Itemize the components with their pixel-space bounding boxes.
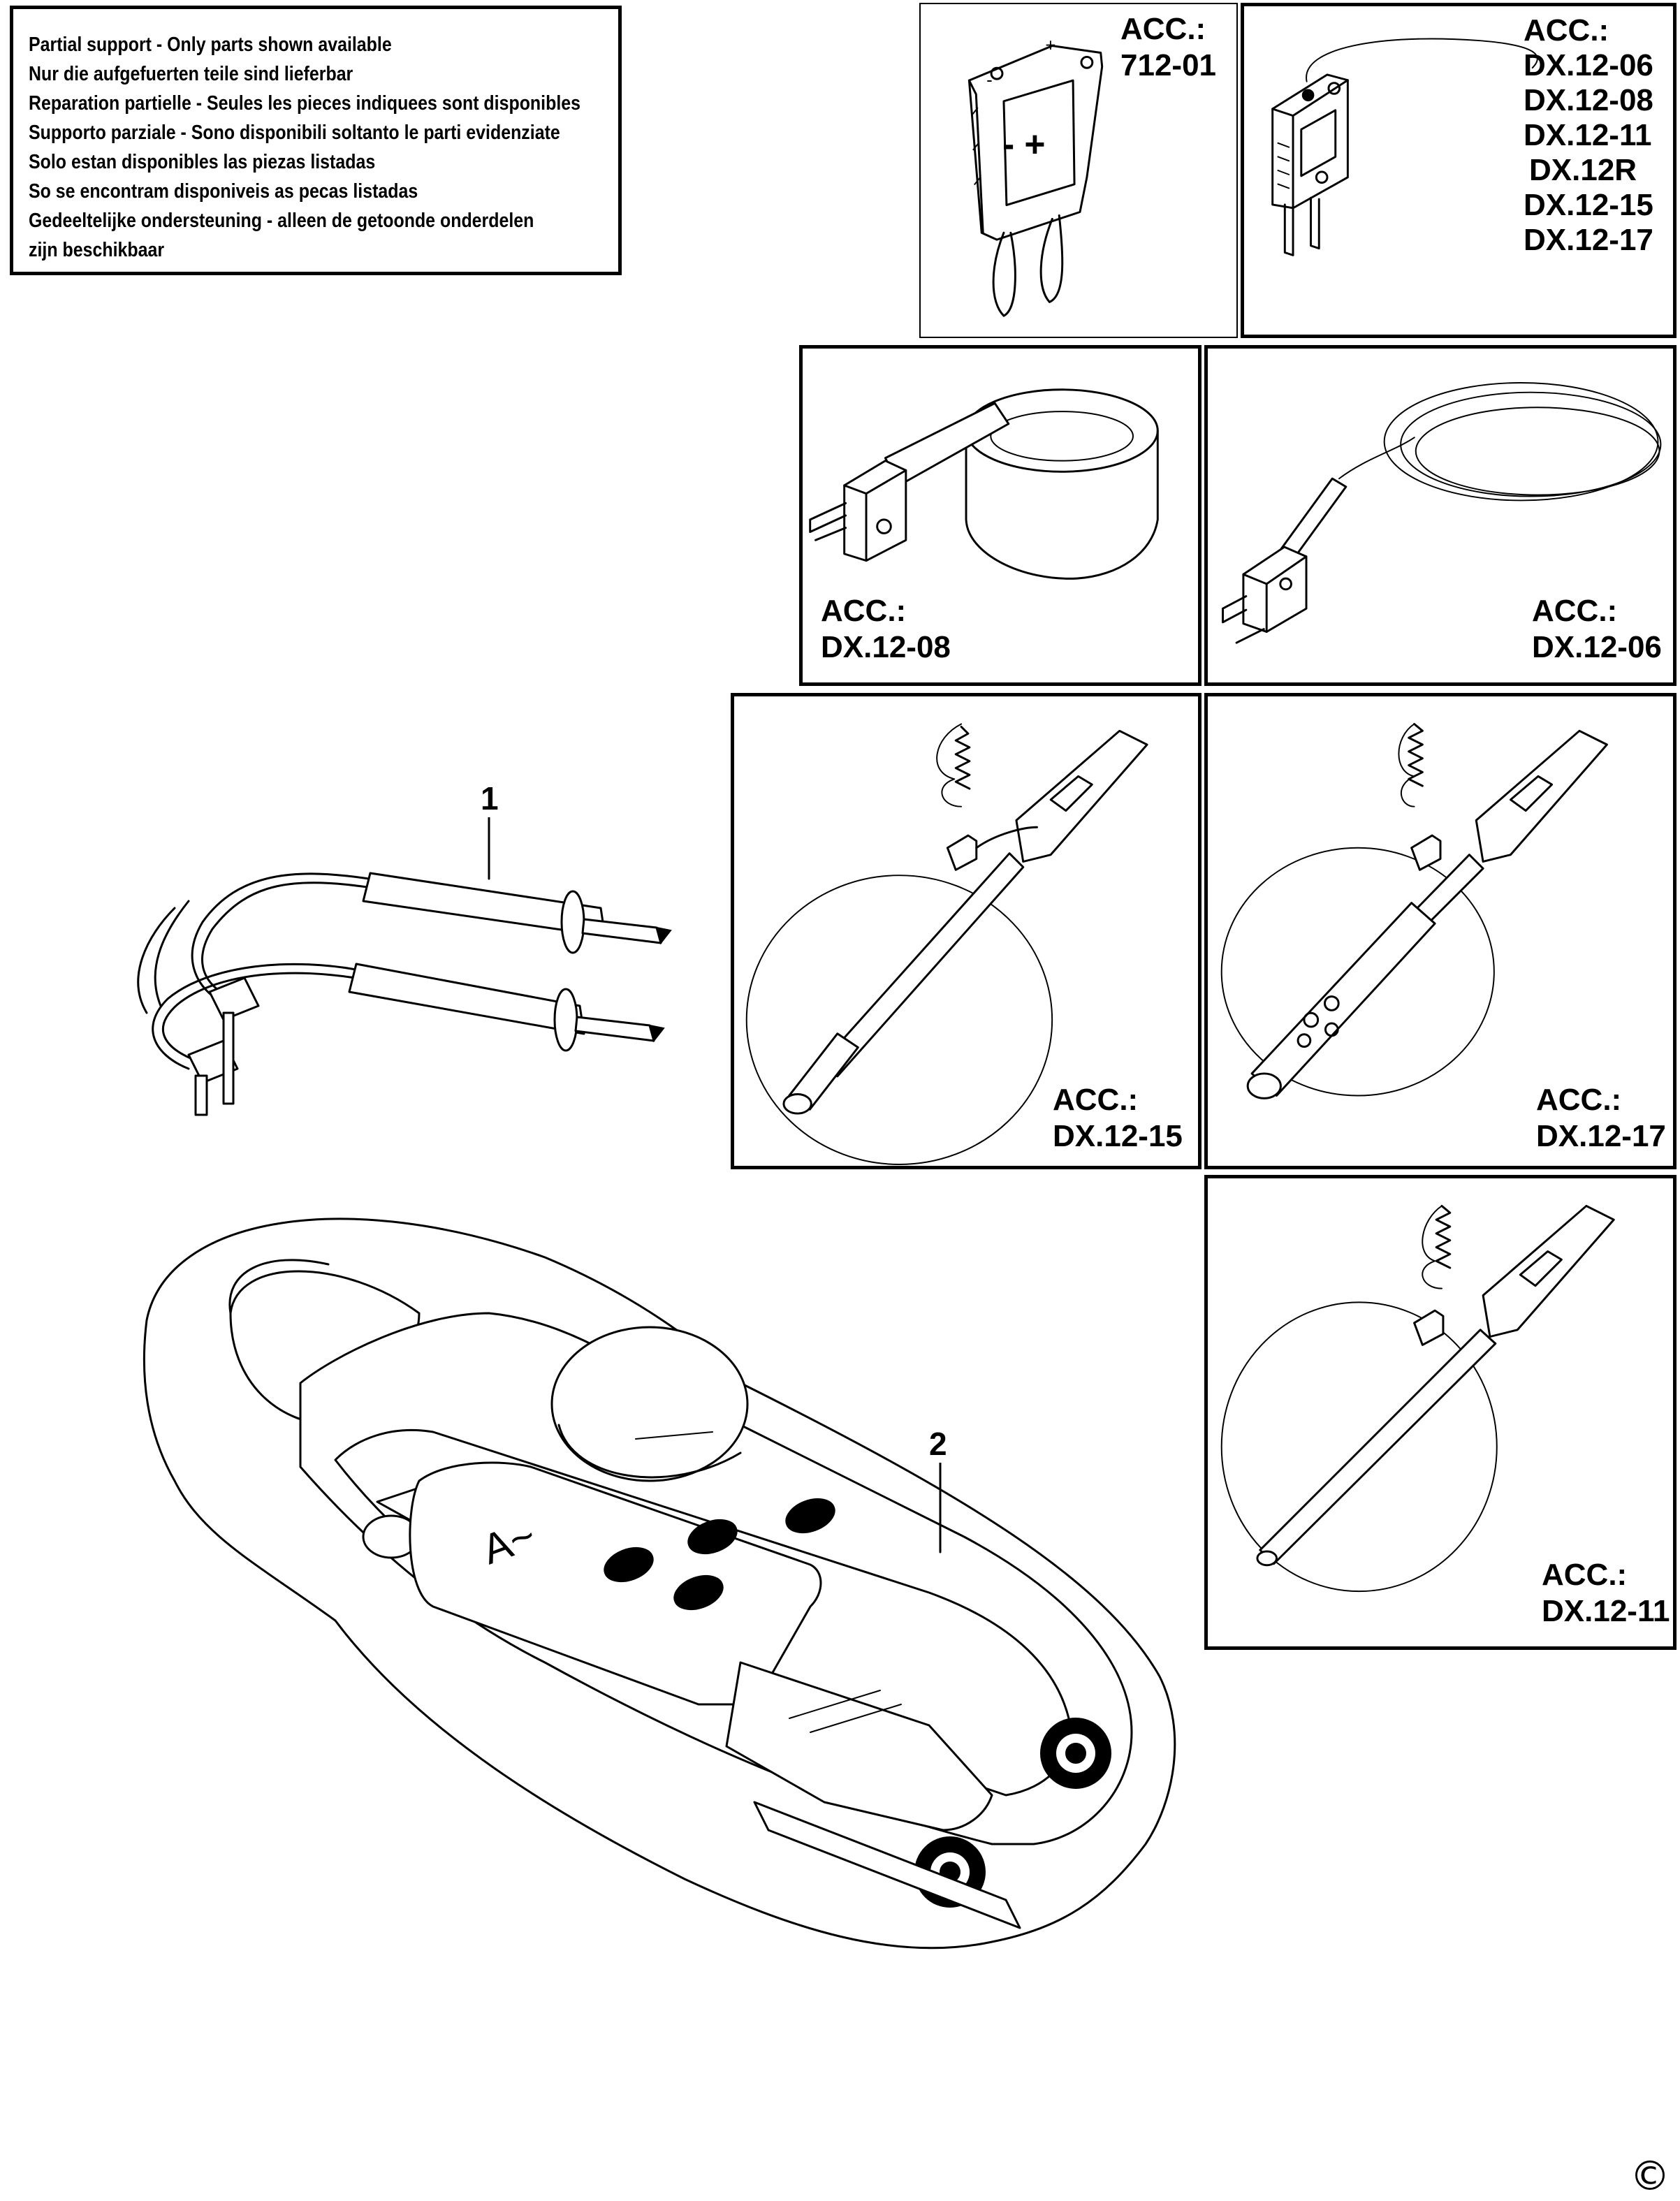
callout-test-leads: 1	[481, 780, 499, 817]
acc-code: DX.12-06	[1532, 630, 1662, 664]
notice-line: zijn beschikbaar	[29, 239, 165, 261]
thermocouple-connector-illustration	[1271, 38, 1538, 256]
acc-code: DX.12-08	[821, 630, 951, 664]
acc-code: DX.12-11	[1524, 118, 1652, 152]
panel-acc-dx-12-08: ACC.: DX.12-08	[799, 345, 1201, 686]
acc-label: ACC.:	[1542, 1558, 1628, 1592]
acc-label-block: ACC.: DX.12-11	[1542, 1557, 1670, 1630]
acc-code: DX.12-08	[1524, 83, 1653, 117]
acc-code: 712-01	[1120, 48, 1217, 82]
notice-line: Supporto parziale - Sono disponibili sol…	[29, 122, 560, 144]
panel-acc-dx-12-11: ACC.: DX.12-11	[1204, 1175, 1677, 1650]
notice-line: So se encontram disponiveis as pecas lis…	[29, 180, 418, 203]
acc-label: ACC.:	[1120, 12, 1206, 46]
acc-code: DX.12-17	[1524, 223, 1653, 257]
panel-acc-dx-12-06: ACC.: DX.12-06	[1204, 345, 1677, 686]
wire-probe-illustration	[1222, 381, 1662, 644]
acc-label-block: ACC.: DX.12-15	[1053, 1082, 1183, 1155]
callout-leader-1	[488, 817, 490, 880]
acc-label: ACC.:	[1536, 1083, 1622, 1117]
tape-probe-illustration	[809, 388, 1159, 580]
acc-label-block: ACC.: DX.12-17	[1536, 1082, 1666, 1155]
air-probe-illustration	[1220, 722, 1608, 1099]
acc-label: ACC.:	[1053, 1083, 1139, 1117]
acc-label: ACC.:	[1532, 594, 1618, 628]
surface-probe-illustration	[745, 723, 1148, 1165]
notice-line: Nur die aufgefuerten teile sind lieferba…	[29, 63, 353, 85]
acc-label-block: ACC.: 712-01	[1120, 11, 1216, 84]
adapter-plus-mark: +	[1045, 36, 1056, 56]
panel-acc-712-01: - + - + ACC.: 712-01	[919, 3, 1238, 338]
callout-leader-2	[939, 1463, 942, 1553]
acc-label-block: ACC.: DX.12-06 DX.12-08 DX.12-11 DX.12R …	[1524, 13, 1653, 258]
panel-acc-dx-12-17: ACC.: DX.12-17	[1204, 693, 1677, 1169]
adapter-face-symbols: - +	[1002, 124, 1046, 164]
acc-label: ACC.:	[821, 594, 907, 628]
clamp-meter-illustration: A~	[143, 1218, 1176, 1950]
acc-code: DX.12-15	[1524, 188, 1653, 222]
acc-code: DX.12R	[1529, 153, 1637, 187]
notice-line: Solo estan disponibles las piezas listad…	[29, 151, 376, 173]
adapter-minus-mark: -	[986, 71, 993, 90]
adapter-plug-illustration: - + - +	[967, 36, 1104, 317]
notice-line: Gedeeltelijke ondersteuning - alleen de …	[29, 210, 534, 232]
acc-code: DX.12-11	[1542, 1594, 1670, 1628]
acc-code: DX.12-15	[1053, 1119, 1183, 1153]
acc-label: ACC.:	[1524, 13, 1609, 47]
acc-code: DX.12-06	[1524, 48, 1653, 82]
notice-line: Reparation partielle - Seules les pieces…	[29, 92, 581, 115]
acc-code: DX.12-17	[1536, 1119, 1666, 1153]
copyright-mark: ©	[1630, 2152, 1670, 2200]
acc-label-block: ACC.: DX.12-06	[1532, 593, 1662, 666]
panel-acc-dx-12-15: ACC.: DX.12-15	[731, 693, 1201, 1169]
callout-clamp-meter: 2	[929, 1426, 947, 1462]
panel-acc-connector: ACC.: DX.12-06 DX.12-08 DX.12-11 DX.12R …	[1241, 3, 1677, 338]
immersion-probe-illustration	[1220, 1204, 1615, 1593]
acc-label-block: ACC.: DX.12-08	[821, 593, 951, 666]
notice-line: Partial support - Only parts shown avail…	[29, 34, 392, 56]
test-leads-illustration	[137, 872, 672, 1116]
availability-notice: Partial support - Only parts shown avail…	[10, 6, 622, 275]
